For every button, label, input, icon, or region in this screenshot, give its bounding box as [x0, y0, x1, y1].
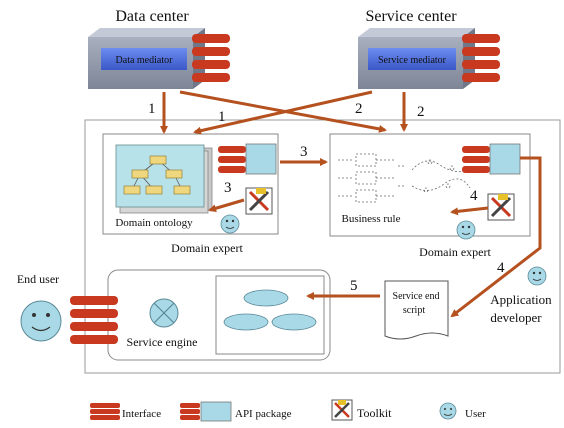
service-center: Service center Service mediator [358, 8, 500, 89]
service-script-label-line2: script [403, 305, 425, 316]
arrow-4a [450, 206, 489, 216]
legend-toolkit-label: Toolkit [357, 406, 392, 420]
service-script-document: Service end script [384, 280, 449, 340]
legend: Interface API package Toolkit User [90, 399, 486, 422]
business-rule-panel: Business rule [329, 133, 531, 240]
data-center: Data center Data mediator [88, 8, 230, 89]
end-user-label: End user [17, 272, 59, 286]
step-number-3b: 3 [224, 180, 232, 196]
service-engine-panel: Service engine [107, 269, 331, 361]
business-rule-api-package-icon [489, 143, 521, 175]
service-engine-icon [149, 298, 179, 328]
domain-ontology-interface-icon [218, 146, 246, 173]
business-rule-expert-label: Domain expert [419, 245, 491, 259]
business-rule-flow-icon [338, 153, 471, 203]
step-number-3a: 3 [300, 144, 308, 160]
legend-api-package-label: API package [235, 408, 292, 420]
service-node-ellipse [243, 289, 289, 307]
data-mediator-label: Data mediator [116, 55, 174, 66]
business-rule-label: Business rule [342, 213, 401, 225]
step-number-5: 5 [350, 278, 358, 294]
legend-api-package-icon [180, 401, 232, 422]
service-center-server-icon: Service mediator [358, 28, 475, 89]
service-script-label-line1: Service end [393, 291, 440, 302]
application-developer-user-icon [527, 266, 547, 286]
application-developer-label-line1: Application [490, 292, 552, 307]
service-node-ellipse [223, 313, 269, 331]
legend-interface-icon [90, 403, 120, 420]
arrow-3b [208, 198, 245, 213]
service-center-title: Service center [365, 8, 457, 25]
service-mediator-label: Service mediator [378, 55, 447, 66]
arrow-4b [450, 156, 542, 318]
step-number-1b: 1 [218, 109, 226, 125]
legend-user-icon [439, 402, 457, 420]
business-rule-expert-user-icon [456, 220, 476, 240]
data-center-interface-icon [192, 34, 230, 82]
legend-toolkit-icon [331, 399, 353, 421]
step-number-4b: 4 [497, 260, 505, 276]
domain-ontology-api-package-icon [245, 143, 277, 175]
data-center-title: Data center [115, 8, 189, 25]
flow-arrows [160, 90, 542, 318]
step-number-4a: 4 [470, 188, 478, 204]
step-number-1a: 1 [148, 101, 156, 117]
service-mediator-box [368, 48, 456, 70]
data-center-server-icon: Data mediator [88, 28, 205, 89]
business-rule-interface-icon [462, 146, 490, 173]
domain-ontology-expert-user-icon [220, 214, 240, 234]
service-engine-label: Service engine [127, 335, 198, 349]
system-frame [84, 119, 561, 374]
step-number-2a: 2 [355, 101, 363, 117]
step-number-2b: 2 [417, 104, 425, 120]
service-engine-interface-icon [70, 296, 118, 344]
business-rule-toolkit-icon [487, 193, 515, 221]
domain-ontology-label: Domain ontology [115, 217, 193, 229]
domain-ontology-toolkit-icon [245, 187, 273, 215]
ontology-graph-icon [115, 144, 213, 214]
legend-user-label: User [465, 408, 486, 420]
service-center-interface-icon [462, 34, 500, 82]
domain-ontology-expert-label: Domain expert [171, 241, 243, 255]
legend-interface-label: Interface [122, 408, 161, 420]
service-node-ellipse [271, 313, 317, 331]
data-mediator-box [101, 48, 187, 70]
service-process-box [215, 275, 325, 355]
arrow-2a [179, 90, 387, 133]
end-user-icon [20, 300, 62, 342]
domain-ontology-panel: Domain ontology [102, 133, 279, 235]
application-developer-label-line2: developer [490, 310, 542, 325]
